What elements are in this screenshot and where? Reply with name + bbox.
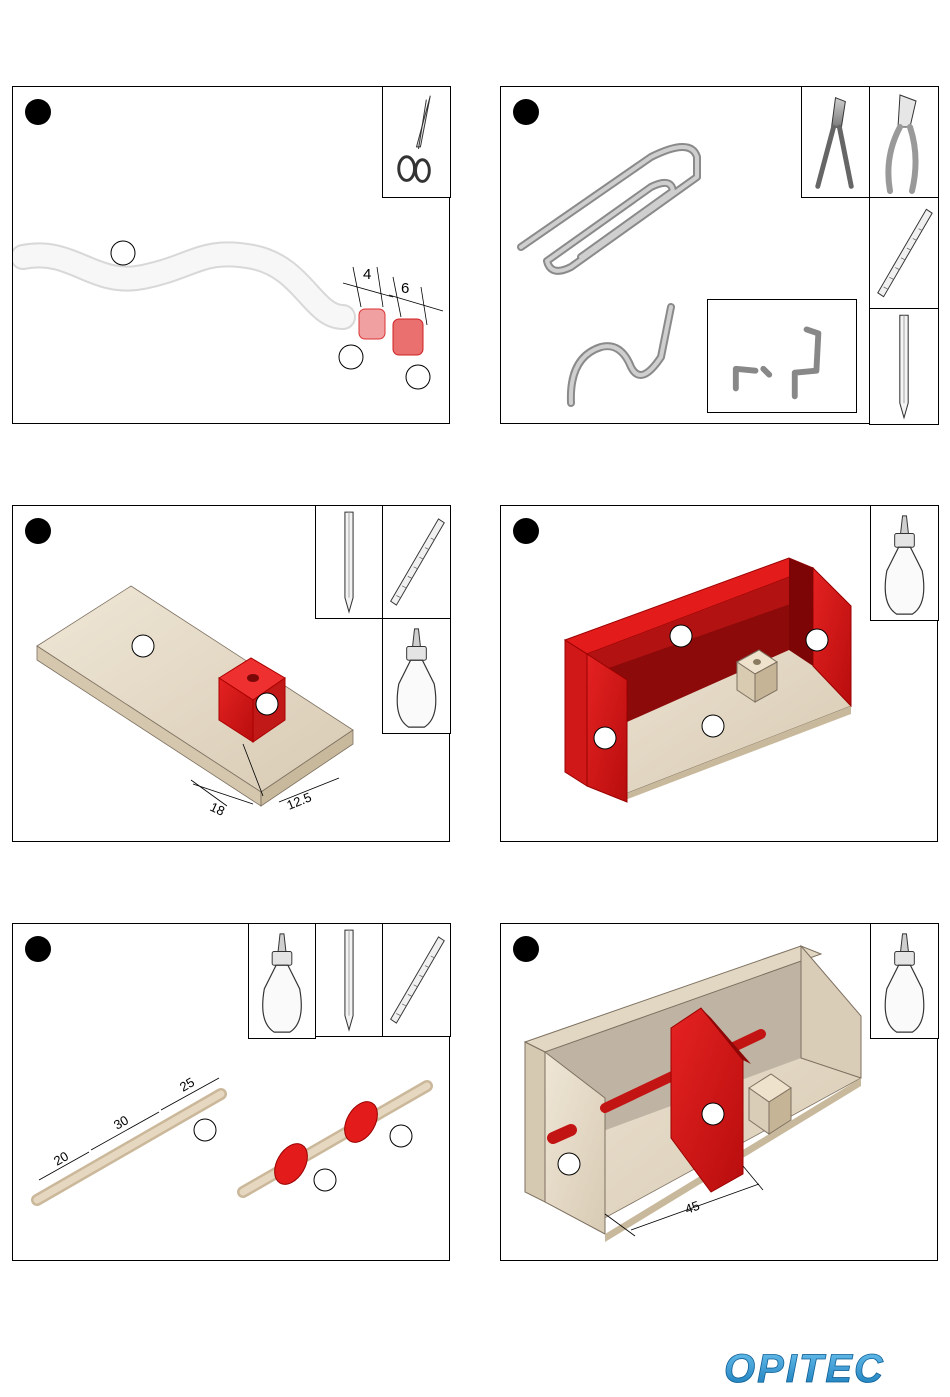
glue-bottle-icon <box>383 619 450 733</box>
glue-tool-box <box>382 618 451 734</box>
ruler-tool-box <box>869 197 939 309</box>
glue-tool-box <box>870 505 939 621</box>
block-offset-label: 18 <box>208 799 227 819</box>
ruler-tool-box <box>382 505 451 619</box>
step-number-dot <box>513 99 539 125</box>
opitec-logo: OPITEC <box>722 1346 936 1388</box>
side-cutter-tool-box <box>869 86 939 198</box>
step-number-dot <box>25 936 51 962</box>
pencil-icon <box>316 924 382 1036</box>
step-6-drawing: 45 <box>511 938 871 1254</box>
step-3-panel: 18 12.5 <box>12 505 450 842</box>
pliers-icon <box>802 87 869 197</box>
ruler-icon <box>383 506 450 618</box>
step-number-dot <box>25 518 51 544</box>
step-5-drawing: 20 30 25 <box>13 1054 451 1254</box>
block-edge-label: 12.5 <box>285 789 314 812</box>
step-4-panel <box>500 505 938 842</box>
dowel-segment-20-label: 20 <box>51 1148 71 1168</box>
tube-length-b-label: 6 <box>401 280 409 297</box>
bent-wire-detail-box <box>707 299 857 413</box>
pencil-tool-box <box>869 308 939 425</box>
glue-tool-box <box>248 923 316 1039</box>
logo-text: OPITEC <box>724 1347 885 1388</box>
glue-bottle-icon <box>871 506 938 620</box>
step-1-panel: 4 6 <box>12 86 450 424</box>
ruler-tool-box <box>382 923 451 1037</box>
plate-offset-label: 45 <box>683 1198 702 1217</box>
step-2-panel <box>500 86 938 424</box>
side-cutter-icon <box>870 87 938 197</box>
ruler-icon <box>383 924 450 1036</box>
pencil-tool-box <box>315 923 383 1037</box>
pencil-icon <box>870 309 938 424</box>
tube-length-a-label: 4 <box>363 266 371 283</box>
step-5-panel: 20 30 25 <box>12 923 450 1261</box>
step-4-drawing <box>541 546 871 816</box>
scissors-tool-box <box>382 86 451 198</box>
step-1-drawing: 4 6 <box>13 207 451 407</box>
ruler-icon <box>870 198 938 308</box>
step-number-dot <box>25 99 51 125</box>
glue-bottle-icon <box>249 924 315 1038</box>
step-6-panel: 45 <box>500 923 938 1261</box>
glue-bottle-icon <box>871 924 938 1038</box>
step-number-dot <box>513 518 539 544</box>
pliers-tool-box <box>801 86 870 198</box>
glue-tool-box <box>870 923 939 1039</box>
step-3-drawing: 18 12.5 <box>13 566 383 836</box>
bent-wire-detail <box>708 300 856 412</box>
scissors-icon <box>383 87 450 197</box>
